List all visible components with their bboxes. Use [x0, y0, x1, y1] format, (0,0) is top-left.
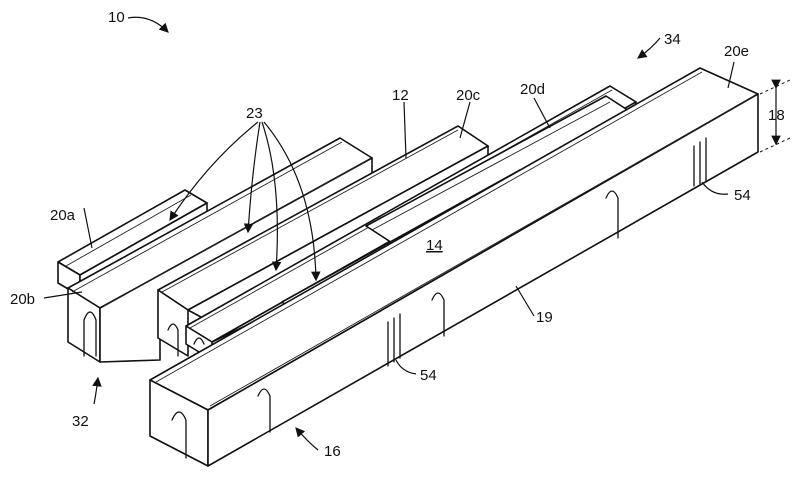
member-20c	[157, 125, 489, 357]
label-19: 19	[536, 309, 553, 326]
label-12: 12	[392, 87, 409, 104]
dimension-18	[759, 79, 791, 153]
label-16: 16	[324, 443, 341, 460]
label-20c: 20c	[456, 87, 481, 104]
label-assembly-10: 10	[108, 9, 125, 26]
label-54-right: 54	[734, 187, 751, 204]
label-54-bottom: 54	[420, 367, 437, 384]
label-34: 34	[664, 31, 681, 48]
member-20e	[149, 67, 759, 467]
label-32: 32	[72, 413, 89, 430]
label-14: 14	[426, 237, 443, 254]
label-20b: 20b	[10, 291, 35, 308]
label-20e: 20e	[724, 43, 749, 60]
label-20a: 20a	[50, 207, 76, 224]
label-20d: 20d	[520, 81, 545, 98]
leader-lines	[43, 16, 735, 451]
label-18: 18	[768, 107, 785, 124]
label-23: 23	[246, 105, 263, 122]
